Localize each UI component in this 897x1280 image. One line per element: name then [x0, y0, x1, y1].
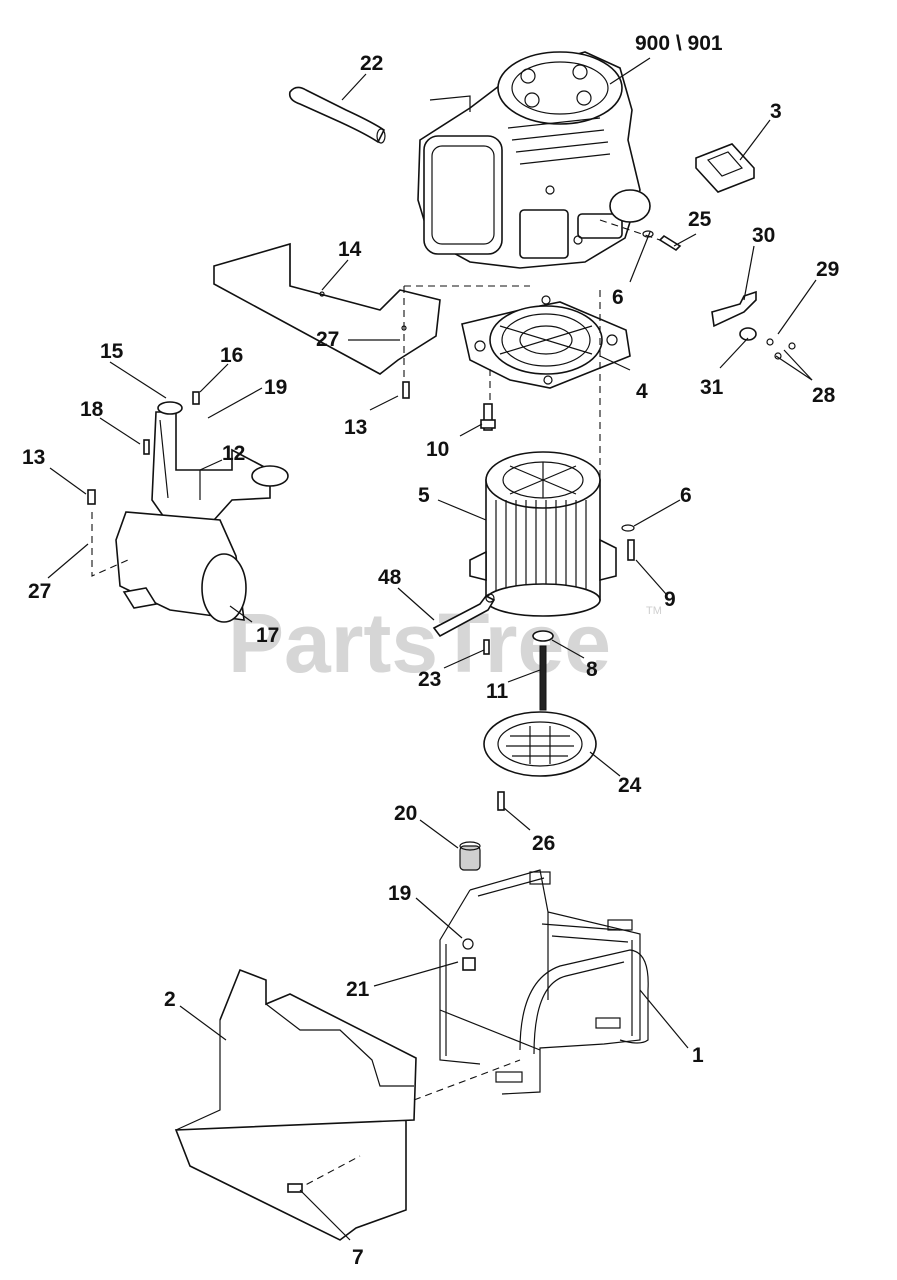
- callout-8: 8: [586, 658, 598, 681]
- callout-24: 24: [618, 774, 642, 797]
- callout-6-top: 6: [612, 286, 624, 309]
- callout-31: 31: [700, 376, 724, 399]
- bolt-part-13-left[interactable]: [87, 489, 96, 505]
- base-pan-part-2[interactable]: [174, 968, 417, 1241]
- screw-part-23[interactable]: [483, 639, 490, 655]
- bolt-part-10[interactable]: [480, 403, 496, 431]
- watermark-trademark: TM: [646, 605, 662, 617]
- end-cover-part-24[interactable]: [483, 711, 597, 777]
- bolt-washer-top[interactable]: [642, 230, 682, 252]
- callout-2: 2: [164, 988, 176, 1011]
- callout-13-center: 13: [344, 416, 367, 439]
- callout-12: 12: [222, 442, 245, 465]
- callout-27-left: 27: [28, 580, 51, 603]
- nut-part-21[interactable]: [462, 957, 476, 971]
- callout-25: 25: [688, 208, 712, 231]
- alternator-part-5[interactable]: [469, 451, 617, 617]
- washer-part-8[interactable]: [532, 630, 554, 642]
- bracket-part-30[interactable]: [711, 290, 757, 328]
- callout-22: 22: [360, 52, 383, 75]
- callout-900-901: 900 \ 901: [635, 32, 723, 55]
- callout-labels: 900 \ 901 22 3 25 14 30 29 6 27 4 31 28 …: [22, 32, 839, 1269]
- screw-part-7[interactable]: [287, 1183, 303, 1193]
- washer-part-6[interactable]: [621, 524, 635, 532]
- clamp-part-31[interactable]: [739, 327, 757, 341]
- gasket-part-15[interactable]: [157, 401, 183, 415]
- adapter-part-4[interactable]: [461, 295, 631, 389]
- callout-48: 48: [378, 566, 402, 589]
- stud-part-18[interactable]: [143, 439, 150, 455]
- callout-23: 23: [418, 668, 441, 691]
- callout-18: 18: [80, 398, 104, 421]
- rod-part-11[interactable]: [539, 645, 547, 711]
- washer-part-19-bottom[interactable]: [462, 938, 474, 950]
- muffler-part-17[interactable]: [115, 511, 247, 623]
- callout-5: 5: [418, 484, 430, 507]
- callout-28: 28: [812, 384, 836, 407]
- screw-part-26[interactable]: [497, 791, 505, 811]
- callout-9: 9: [664, 588, 676, 611]
- callout-19-top: 19: [264, 376, 287, 399]
- callout-4: 4: [636, 380, 648, 403]
- heat-shield-part-14[interactable]: [213, 242, 441, 375]
- callout-14: 14: [338, 238, 362, 261]
- frame-part-1[interactable]: [439, 869, 649, 1095]
- isolator-part-20[interactable]: [459, 841, 481, 871]
- callout-15: 15: [100, 340, 124, 363]
- callout-26: 26: [532, 832, 555, 855]
- callout-21: 21: [346, 978, 370, 1001]
- bolt-part-9[interactable]: [627, 539, 635, 561]
- leader-lines: [47, 57, 817, 1241]
- callout-1: 1: [692, 1044, 704, 1067]
- callout-17: 17: [256, 624, 279, 647]
- callout-27-top: 27: [316, 328, 339, 351]
- callout-29: 29: [816, 258, 839, 281]
- hose-part[interactable]: [288, 86, 386, 144]
- callout-10: 10: [426, 438, 449, 461]
- callout-6-right: 6: [680, 484, 692, 507]
- bracket-part-3[interactable]: [695, 143, 755, 193]
- engine-part[interactable]: [417, 51, 651, 269]
- exhaust-pipe-part-12[interactable]: [151, 411, 289, 521]
- callout-11: 11: [486, 680, 509, 703]
- callout-7: 7: [352, 1246, 364, 1269]
- callout-16: 16: [220, 344, 243, 367]
- callout-19-bottom: 19: [388, 882, 411, 905]
- callout-13-left: 13: [22, 446, 45, 469]
- callout-3: 3: [770, 100, 782, 123]
- callout-30: 30: [752, 224, 775, 247]
- screw-part-13-top[interactable]: [402, 381, 410, 399]
- bolt-part-16[interactable]: [192, 391, 200, 405]
- callout-20: 20: [394, 802, 417, 825]
